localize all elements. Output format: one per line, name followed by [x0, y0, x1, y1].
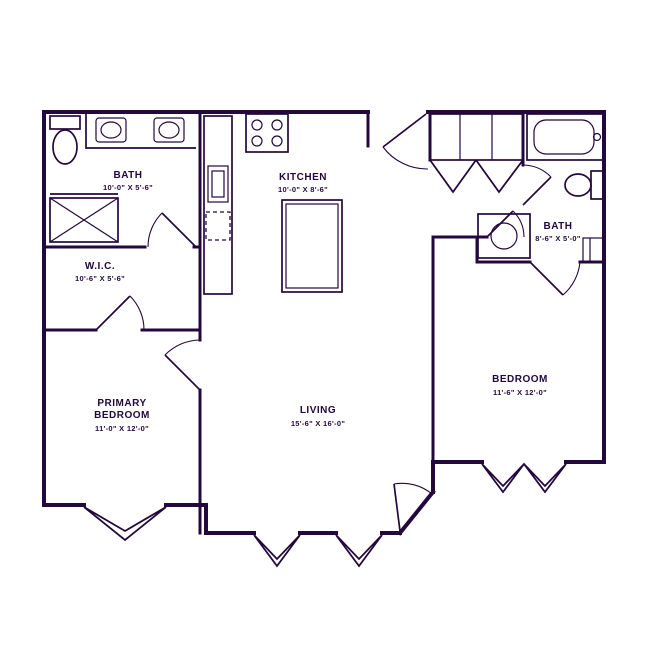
wic-door: [95, 295, 145, 331]
living-window-1: [253, 534, 301, 568]
primary-bedroom-line2: BEDROOM: [94, 410, 150, 421]
bath2-name: BATH: [543, 221, 572, 232]
primary-bedroom-label: PRIMARY BEDROOM 11'-0" X 12'-0": [94, 398, 150, 433]
shower-fixture: [49, 193, 119, 243]
double-vanity-fixture: [85, 112, 196, 149]
kitchen-label: KITCHEN 10'-0" X 8'-6": [278, 172, 328, 194]
linen-closet: [582, 237, 605, 263]
exterior-walls: [42, 110, 606, 536]
bath2-door: [522, 164, 552, 206]
bathtub-fixture: [526, 113, 605, 161]
patio-door: [393, 482, 433, 532]
kitchen-dims: 10'-0" X 8'-6": [278, 185, 328, 194]
hall-door: [486, 210, 525, 238]
bedroom2-window: [481, 462, 567, 494]
bedroom2-dims: 11'-6" X 12'-0": [493, 388, 547, 397]
bedroom2-label: BEDROOM 11'-6" X 12'-0": [492, 374, 548, 397]
entry-closet: [429, 113, 524, 194]
primary-bedroom-dims: 11'-0" X 12'-0": [95, 424, 149, 433]
bath2-dims: 8'-6" X 5'-0": [535, 234, 581, 243]
primary-bedroom-window: [83, 506, 167, 542]
bath1-door: [147, 212, 197, 248]
living-window-2: [335, 534, 383, 568]
kitchen-counter: [203, 115, 233, 295]
living-dims: 15'-6" X 16'-0": [291, 419, 346, 428]
bath1-label: BATH 10'-0" X 5'-6": [103, 170, 153, 192]
bedroom2-name: BEDROOM: [492, 374, 548, 385]
living-label: LIVING 15'-6" X 16'-0": [291, 405, 346, 428]
range-fixture: [245, 113, 289, 153]
entry-door: [382, 113, 429, 170]
bedroom2-door: [529, 261, 581, 296]
toilet2-fixture: [564, 170, 605, 200]
living-name: LIVING: [300, 405, 336, 416]
toilet-fixture: [49, 115, 81, 165]
wic-name: W.I.C.: [85, 261, 115, 272]
kitchen-island: [281, 199, 343, 293]
round-sink-vanity: [477, 213, 531, 259]
wic-label: W.I.C. 10'-6" X 5'-6": [75, 261, 125, 283]
bath1-dims: 10'-0" X 5'-6": [103, 183, 153, 192]
primary-bedroom-line1: PRIMARY: [97, 398, 146, 409]
bath1-name: BATH: [113, 170, 142, 181]
bath2-label: BATH 8'-6" X 5'-0": [535, 221, 581, 243]
kitchen-name: KITCHEN: [279, 172, 327, 183]
wic-dims: 10'-6" X 5'-6": [75, 274, 125, 283]
primary-bedroom-door: [164, 339, 201, 391]
